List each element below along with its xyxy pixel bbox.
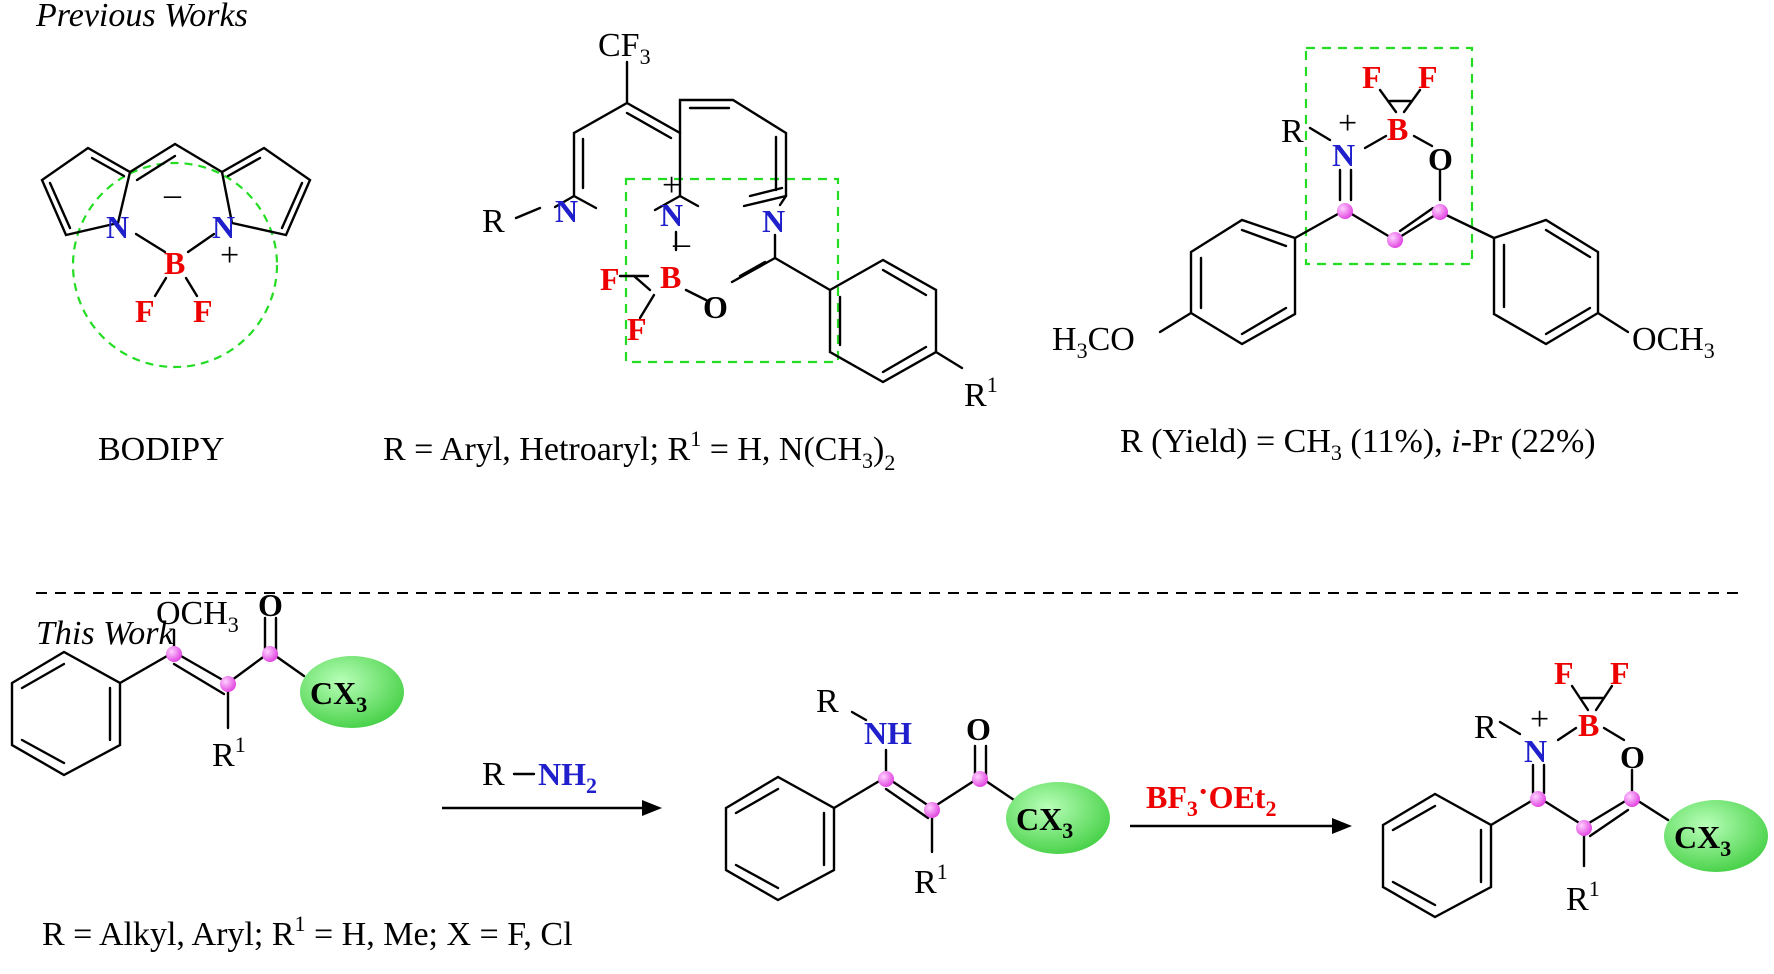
atom-nitrogen: N	[1524, 733, 1547, 769]
charge-plus: +	[1530, 701, 1549, 738]
atom-dot	[972, 771, 988, 787]
atom-dot	[166, 646, 182, 662]
naphthyridine-bf2-structure: N N N B F F O + – R CF3 R1	[482, 27, 998, 414]
atom-n-ring: N	[555, 193, 578, 229]
atom-dot	[1432, 204, 1448, 220]
atom-n-imine: N	[762, 203, 785, 239]
atom-boron: B	[1578, 707, 1599, 743]
bodipy-caption: BODIPY	[98, 431, 225, 468]
atom-nitrogen: N	[1332, 137, 1355, 173]
atom-carbonyl-o: O	[966, 711, 991, 747]
atom-nh: NH	[864, 715, 912, 751]
label-r: R	[482, 203, 505, 240]
label-cx3: CX3	[1674, 819, 1731, 861]
label-och3: OCH3	[156, 595, 239, 637]
bodipy-structure: N N B F F – +	[40, 142, 312, 369]
atom-boron: B	[1387, 111, 1408, 147]
label-r1: R1	[1566, 876, 1600, 918]
bis-methoxy-caption: R (Yield) = CH3 (11%), i-Pr (22%)	[1120, 423, 1596, 465]
product-bf2-structure: CX3 N B F F O + R R1	[1381, 655, 1768, 919]
atom-f-1: F	[600, 261, 620, 297]
atom-boron: B	[660, 259, 681, 295]
label-h3co: H3CO	[1052, 321, 1135, 363]
atom-dot	[262, 646, 278, 662]
label-r1: R1	[212, 732, 246, 774]
label-r: R	[816, 683, 839, 720]
label-cx3: CX3	[1016, 801, 1073, 843]
charge-plus: +	[220, 237, 239, 274]
atom-n-right: N	[212, 209, 235, 245]
atom-oxygen: O	[1620, 739, 1645, 775]
atom-dot	[1387, 232, 1403, 248]
cx3-highlight	[1664, 800, 1768, 872]
atom-dot	[1576, 820, 1592, 836]
naphthyridine-caption: R = Aryl, Hetroaryl; R1 = H, N(CH3)2	[383, 426, 895, 475]
atom-oxygen: O	[703, 289, 728, 325]
highlight-box-1	[624, 177, 840, 364]
highlight-box-2	[1304, 46, 1474, 266]
label-r: R	[1474, 709, 1497, 746]
atom-dot	[1337, 203, 1353, 219]
atom-f-2: F	[1418, 59, 1438, 95]
atom-f-1: F	[1554, 655, 1574, 691]
atom-dot	[1624, 791, 1640, 807]
enaminone-structure: CX3 R NH O R1	[724, 683, 1110, 902]
substituents-caption: R = Alkyl, Aryl; R1 = H, Me; X = F, Cl	[42, 911, 573, 953]
reaction-arrow-2: BF3·OEt2	[1130, 773, 1352, 834]
atom-oxygen: O	[1428, 141, 1453, 177]
atom-n-left: N	[106, 209, 129, 245]
atom-f-left: F	[135, 293, 155, 329]
atom-dot	[878, 771, 894, 787]
cx3-highlight	[1006, 782, 1110, 854]
atom-dot	[924, 802, 940, 818]
atom-carbonyl-o: O	[258, 587, 283, 623]
charge-minus: –	[672, 225, 691, 262]
highlight-circle	[71, 161, 279, 369]
atom-dot	[220, 676, 236, 692]
atom-f-right: F	[193, 293, 213, 329]
reagent-bf3-oet2: BF3·OEt2	[1146, 773, 1276, 821]
label-r1: R1	[914, 859, 948, 901]
cx3-highlight	[300, 656, 404, 728]
reaction-arrow-1: R NH2	[442, 756, 662, 816]
charge-plus: +	[1338, 105, 1357, 142]
starting-enone-structure: CX3 OCH3 O R1	[10, 587, 404, 777]
label-r1: R1	[964, 372, 998, 414]
label-och3: OCH3	[1632, 321, 1715, 363]
label-cf3: CF3	[598, 27, 651, 69]
this-work-header: This Work	[36, 615, 175, 652]
charge-plus: +	[662, 167, 681, 204]
atom-f-1: F	[1362, 59, 1382, 95]
bis-methoxyphenyl-bf2-structure: N B F F O + R H3CO OCH3	[1052, 46, 1715, 363]
previous-works-header: Previous Works	[35, 0, 248, 34]
label-r: R	[1281, 113, 1304, 150]
reagent-amine: R	[482, 756, 505, 793]
atom-boron: B	[164, 245, 185, 281]
reagent-nh2: NH2	[538, 756, 597, 798]
atom-f-2: F	[627, 311, 647, 347]
atom-f-2: F	[1610, 655, 1630, 691]
label-cx3: CX3	[310, 675, 367, 717]
atom-n-plus: N	[660, 197, 683, 233]
charge-minus: –	[163, 176, 182, 213]
atom-dot	[1530, 791, 1546, 807]
